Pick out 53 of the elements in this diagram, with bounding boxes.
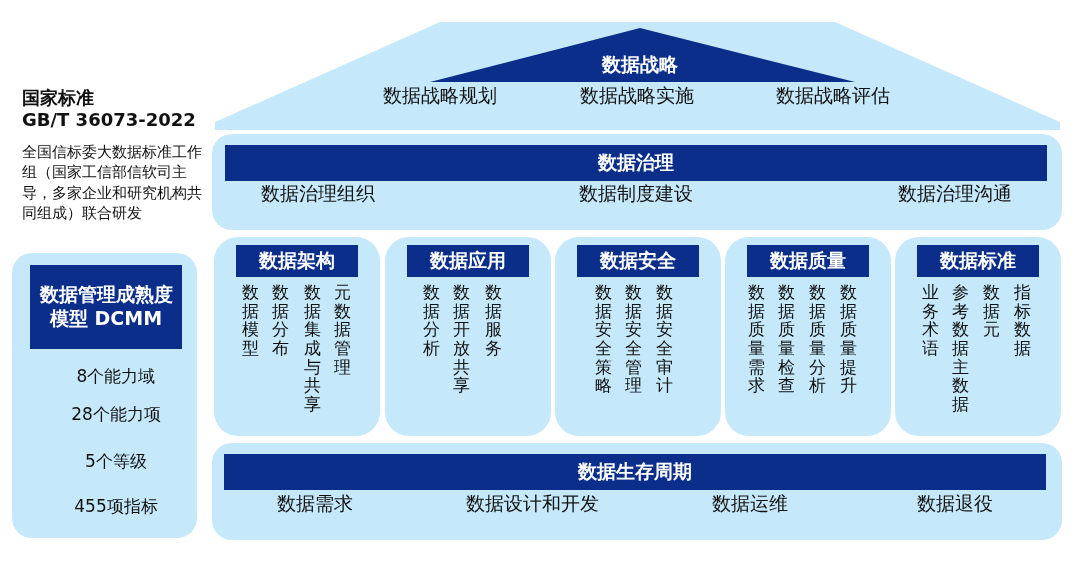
capability-item: 业务术语 (922, 283, 939, 358)
category-panel (212, 443, 1062, 540)
category-panel (895, 237, 1061, 436)
section-title: 数据战略 (602, 52, 678, 77)
capability-item: 参考数据主数据 (952, 283, 969, 414)
capability-item: 5个等级 (85, 450, 147, 473)
capability-item: 数据战略实施 (580, 83, 694, 108)
capability-item: 数据模型 (242, 283, 259, 358)
category-panel (385, 237, 551, 436)
capability-item: 元数据管理 (334, 283, 351, 377)
capability-item: 数据安全审计 (656, 283, 673, 396)
section-header: 数据安全 (577, 245, 699, 277)
capability-item: 数据运维 (712, 491, 788, 516)
capability-item: 数据元 (983, 283, 1000, 340)
section-header: 数据生存周期 (224, 454, 1046, 490)
capability-item: 数据制度建设 (579, 181, 693, 206)
capability-item: 数据安全管理 (625, 283, 642, 396)
capability-item: 数据退役 (917, 491, 993, 516)
capability-item: 数据服务 (485, 283, 502, 358)
section-header: 数据治理 (225, 145, 1047, 181)
capability-item: 455项指标 (74, 495, 158, 518)
category-panel (555, 237, 721, 436)
roof-panel (215, 22, 1060, 130)
capability-item: 数据治理沟通 (898, 181, 1012, 206)
capability-item: 数据战略规划 (383, 83, 497, 108)
section-header: 数据应用 (407, 245, 529, 277)
category-panel (725, 237, 891, 436)
capability-item: 8个能力域 (76, 365, 156, 388)
capability-item: 数据战略评估 (776, 83, 890, 108)
capability-item: 数据安全策略 (595, 283, 612, 396)
category-panel (12, 253, 197, 538)
capability-item: 数据开放共享 (453, 283, 470, 396)
capability-item: 数据需求 (277, 491, 353, 516)
category-panel (212, 134, 1062, 230)
standard-title: GB/T 36073-2022 (22, 108, 197, 132)
capability-item: 数据质量需求 (748, 283, 765, 396)
capability-item: 数据质量提升 (840, 283, 857, 396)
capability-item: 数据集成与共享 (304, 283, 321, 414)
capability-item: 数据质量检查 (778, 283, 795, 396)
capability-item: 数据质量分析 (809, 283, 826, 396)
section-header: 数据管理成熟度模型 DCMM (30, 265, 182, 349)
capability-item: 数据分布 (272, 283, 289, 358)
standard-title: 国家标准 (22, 86, 95, 110)
capability-item: 数据分析 (423, 283, 440, 358)
capability-item: 指标数据 (1014, 283, 1031, 358)
section-header: 数据质量 (747, 245, 869, 277)
description-text: 全国信标委大数据标准工作组（国家工信部信软司主导，多家企业和研究机构共同组成）联合研发 (22, 142, 203, 223)
section-header: 数据架构 (236, 245, 358, 277)
category-panel (214, 237, 380, 436)
capability-item: 28个能力项 (71, 403, 161, 426)
section-header: 数据标准 (917, 245, 1039, 277)
capability-item: 数据治理组织 (261, 181, 375, 206)
capability-item: 数据设计和开发 (465, 491, 599, 516)
